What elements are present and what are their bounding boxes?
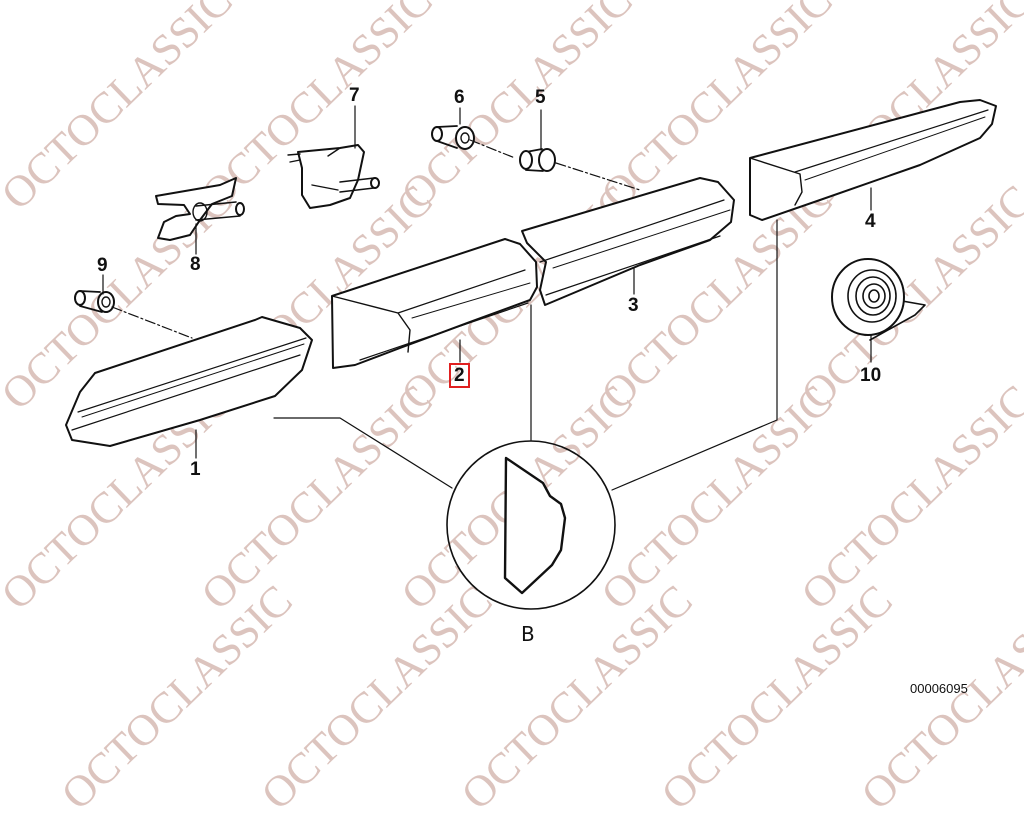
callout-6[interactable]: 6	[454, 87, 465, 108]
part-4-trim-strip[interactable]	[749, 99, 997, 221]
callout-3[interactable]: 3	[628, 295, 639, 316]
part-6-grommet[interactable]	[431, 125, 475, 150]
callout-9[interactable]: 9	[97, 255, 108, 276]
part-2-trim-strip[interactable]	[331, 238, 538, 369]
part-5-bushing[interactable]	[519, 148, 556, 172]
part-7-clip[interactable]	[287, 144, 380, 209]
section-b-label: B	[521, 622, 535, 646]
line-art	[65, 99, 997, 610]
part-1-trim-strip[interactable]	[65, 316, 313, 447]
section-b-view	[446, 440, 616, 610]
document-number: 00006095	[910, 681, 968, 696]
callout-5[interactable]: 5	[535, 87, 546, 108]
leader-lines	[102, 105, 872, 459]
callout-2-highlighted[interactable]: 2	[449, 363, 470, 388]
callout-8[interactable]: 8	[190, 254, 201, 275]
section-b-connectors	[273, 219, 778, 491]
callout-7[interactable]: 7	[349, 85, 360, 106]
part-9-bushing[interactable]	[74, 290, 115, 313]
alignment-lines	[111, 139, 641, 339]
callout-4[interactable]: 4	[865, 211, 876, 232]
part-3-trim-strip[interactable]	[521, 177, 735, 306]
callout-1[interactable]: 1	[190, 459, 201, 480]
part-8-clip[interactable]	[155, 177, 245, 241]
callout-10[interactable]: 10	[860, 365, 882, 386]
part-10-tape-roll[interactable]	[831, 258, 926, 341]
